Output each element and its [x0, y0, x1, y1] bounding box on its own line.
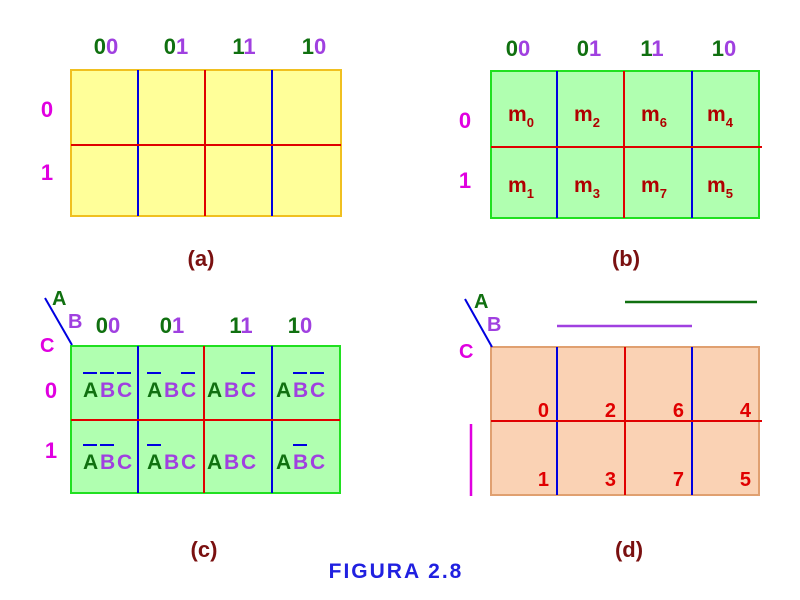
- map-d: A B C 0 2 6 4 1 3 7 5 (d): [459, 291, 762, 562]
- caption-b: (b): [612, 246, 640, 271]
- map-b-minterm: m7: [641, 174, 667, 201]
- map-c-col-header: 10: [288, 313, 313, 338]
- map-c-term-letter: A: [147, 451, 162, 474]
- map-c-term-letter: A: [83, 379, 98, 402]
- map-b-minterm: m1: [508, 174, 534, 201]
- map-c-term-letter: C: [310, 451, 325, 474]
- map-b-col-header: 01: [577, 36, 602, 61]
- map-d-cell-number: 0: [538, 400, 549, 422]
- map-c-axis-a: A: [52, 288, 66, 310]
- map-c-term-letter: A: [207, 379, 222, 402]
- map-d-axis-a: A: [474, 291, 488, 313]
- map-b-col-header: 11: [640, 36, 663, 61]
- map-c-term-letter: B: [224, 451, 239, 474]
- map-d-cell-number: 2: [605, 400, 616, 422]
- map-c-row-label: 1: [45, 438, 57, 463]
- map-c-row-label: 0: [45, 378, 57, 403]
- map-c-term-letter: B: [100, 451, 115, 474]
- map-b-minterm: m4: [707, 103, 734, 130]
- map-d-axis-c: C: [459, 341, 473, 363]
- map-d-axis-diagonal: [464, 298, 493, 348]
- map-a-col-header: 00: [94, 34, 119, 59]
- map-c-term-letter: C: [117, 379, 132, 402]
- map-c-col-header: 11: [229, 313, 252, 338]
- map-c-term-letter: C: [181, 451, 196, 474]
- map-b-row-label: 1: [459, 168, 471, 193]
- map-a: 00 01 11 10 0 1 (a): [41, 34, 342, 271]
- map-c-col-header: 01: [160, 313, 185, 338]
- map-c-term-letter: B: [164, 379, 179, 402]
- map-c-term-letter: B: [224, 379, 239, 402]
- map-d-cell-number: 6: [673, 400, 684, 422]
- map-d-cell-number: 3: [605, 469, 616, 491]
- caption-a: (a): [188, 246, 215, 271]
- map-c-term-letter: A: [147, 379, 162, 402]
- map-c-term-letter: C: [241, 379, 256, 402]
- map-d-cell-number: 7: [673, 469, 684, 491]
- map-c-term-letter: C: [241, 451, 256, 474]
- map-c-term-letter: A: [83, 451, 98, 474]
- map-a-col-header: 10: [302, 34, 327, 59]
- map-c-col-header: 00: [96, 313, 121, 338]
- map-c-axis-c: C: [40, 335, 54, 357]
- map-c-term-letter: A: [276, 451, 291, 474]
- map-b-col-header: 00: [506, 36, 531, 61]
- map-a-row-label: 0: [41, 97, 53, 122]
- map-d-axis-b: B: [487, 314, 501, 336]
- map-a-col-header: 11: [232, 34, 255, 59]
- map-c-term-letter: C: [117, 451, 132, 474]
- map-b-minterm: m0: [508, 103, 534, 130]
- map-b: 00 01 11 10 0 1 m0 m2 m6 m4 m1 m3 m7 m5 …: [459, 36, 762, 271]
- map-d-cell-number: 1: [538, 469, 549, 491]
- map-c-term-letter: C: [310, 379, 325, 402]
- map-c-term-letter: B: [293, 379, 308, 402]
- map-c-term-letter: C: [181, 379, 196, 402]
- map-a-row-label: 1: [41, 160, 53, 185]
- map-b-row-label: 0: [459, 108, 471, 133]
- map-b-minterm: m6: [641, 103, 667, 130]
- map-c-term-letter: B: [293, 451, 308, 474]
- map-c-axis-b: B: [68, 311, 82, 333]
- map-a-col-header: 01: [164, 34, 189, 59]
- map-b-minterm: m3: [574, 174, 600, 201]
- caption-c: (c): [191, 537, 218, 562]
- map-b-minterm: m2: [574, 103, 600, 130]
- map-b-minterm: m5: [707, 174, 733, 201]
- map-c-term-letter: B: [164, 451, 179, 474]
- map-b-col-header: 10: [712, 36, 737, 61]
- map-c-axis-diagonal: [44, 297, 73, 346]
- map-c-term-letter: A: [276, 379, 291, 402]
- figure-label: FIGURA 2.8: [329, 560, 464, 583]
- map-d-cell-number: 5: [740, 469, 751, 491]
- map-c-term-letter: B: [100, 379, 115, 402]
- map-d-cell-number: 4: [740, 400, 752, 422]
- caption-d: (d): [615, 537, 643, 562]
- map-c-term-letter: A: [207, 451, 222, 474]
